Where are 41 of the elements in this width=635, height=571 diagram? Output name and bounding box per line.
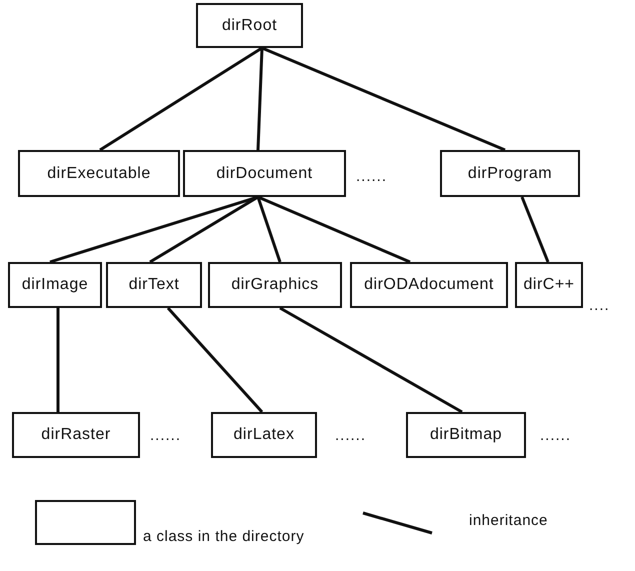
class-box [8, 262, 102, 308]
inheritance-line [166, 307, 264, 413]
class-name: dirText [128, 276, 180, 294]
legend-label: inheritance [469, 512, 548, 529]
inheritance-line [256, 196, 282, 262]
class-name: dirProgram [468, 164, 552, 182]
class-name: dirODAdocument [364, 276, 494, 294]
class-box [406, 412, 526, 458]
ellipsis-dots: ...... [150, 427, 182, 444]
class-box [18, 150, 180, 197]
class-box [208, 262, 342, 308]
ellipsis-dots: ...... [540, 427, 572, 444]
ellipsis-dots: .... [589, 297, 610, 314]
class-box [12, 412, 140, 458]
inheritance-line [279, 306, 463, 414]
inheritance-line [99, 46, 263, 152]
class-box [183, 150, 346, 197]
class-name: dirExecutable [47, 164, 151, 182]
ellipsis-dots: ...... [335, 427, 366, 444]
class-box [196, 3, 303, 48]
ellipsis-dots: ...... [356, 168, 388, 185]
class-box [106, 262, 202, 308]
class-box [440, 150, 580, 197]
class-name: dirC++ [523, 276, 575, 294]
inheritance-line [149, 196, 259, 264]
class-name: dirBitmap [430, 426, 502, 444]
class-name: dirLatex [234, 426, 294, 444]
inheritance-line [256, 48, 264, 150]
class-name: dirImage [22, 276, 88, 294]
class-name: dirRoot [222, 16, 278, 34]
inheritance-line [520, 196, 550, 263]
inheritance-line [257, 196, 411, 264]
class-name: dirRaster [41, 426, 111, 444]
class-name: dirDocument [216, 164, 313, 182]
legend-label: a class in the directory [143, 528, 304, 545]
class-box [211, 412, 317, 458]
class-box [515, 262, 583, 308]
class-box [350, 262, 508, 308]
inheritance-line [261, 46, 506, 152]
inheritance-line [56, 308, 60, 412]
class-name: dirGraphics [231, 276, 319, 294]
